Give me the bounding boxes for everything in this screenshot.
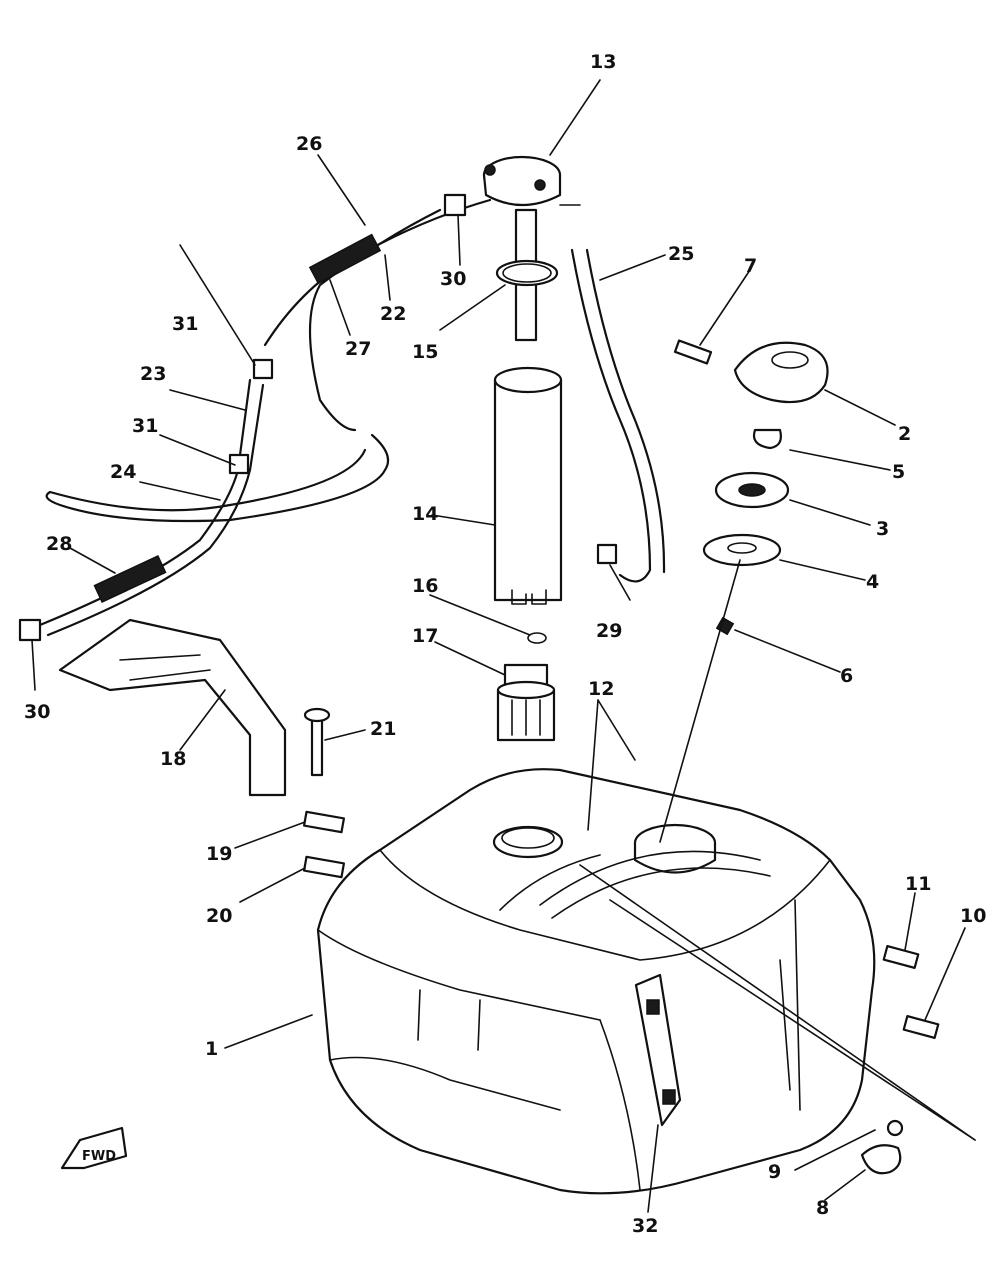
callout-18: 18 <box>160 748 186 770</box>
callout-12: 12 <box>588 678 614 700</box>
leader-lines <box>31 79 976 1213</box>
callout-19: 19 <box>206 843 232 865</box>
callout-31-lower: 31 <box>132 415 158 437</box>
callout-15: 15 <box>412 341 438 363</box>
cap-assembly <box>673 339 829 636</box>
callout-30-upper: 30 <box>440 268 466 290</box>
callout-1: 1 <box>205 1038 218 1060</box>
fwd-arrow-marker: FWD <box>60 1126 128 1170</box>
callout-22: 22 <box>380 303 406 325</box>
fuel-tank <box>316 768 876 1195</box>
callout-17: 17 <box>412 625 438 647</box>
callout-32: 32 <box>632 1215 658 1237</box>
callout-numbers: 1 2 3 4 5 6 7 8 9 10 11 12 13 14 15 16 1… <box>24 51 986 1237</box>
callout-16: 16 <box>412 575 438 597</box>
callout-10: 10 <box>960 905 986 927</box>
callout-5: 5 <box>892 461 905 483</box>
callout-31-upper: 31 <box>172 313 198 335</box>
callout-24: 24 <box>110 461 136 483</box>
fwd-label: FWD <box>82 1149 116 1164</box>
callout-9: 9 <box>768 1161 781 1183</box>
callout-21: 21 <box>370 718 396 740</box>
callout-6: 6 <box>840 665 853 687</box>
fuel-hoses <box>18 193 666 642</box>
callout-14: 14 <box>412 503 438 525</box>
callout-25: 25 <box>668 243 694 265</box>
callout-2: 2 <box>898 423 911 445</box>
callout-30-lower: 30 <box>24 701 50 723</box>
callout-28: 28 <box>46 533 72 555</box>
callout-7: 7 <box>744 255 757 277</box>
callout-11: 11 <box>905 873 931 895</box>
callout-8: 8 <box>816 1197 829 1219</box>
callout-20: 20 <box>206 905 232 927</box>
callout-13: 13 <box>590 51 616 73</box>
sender-unit <box>482 155 563 742</box>
callout-4: 4 <box>866 571 879 593</box>
mounting-bracket <box>58 618 940 1175</box>
callout-23: 23 <box>140 363 166 385</box>
callout-29: 29 <box>596 620 622 642</box>
callout-26: 26 <box>296 133 322 155</box>
callout-3: 3 <box>876 518 889 540</box>
callout-27: 27 <box>345 338 371 360</box>
